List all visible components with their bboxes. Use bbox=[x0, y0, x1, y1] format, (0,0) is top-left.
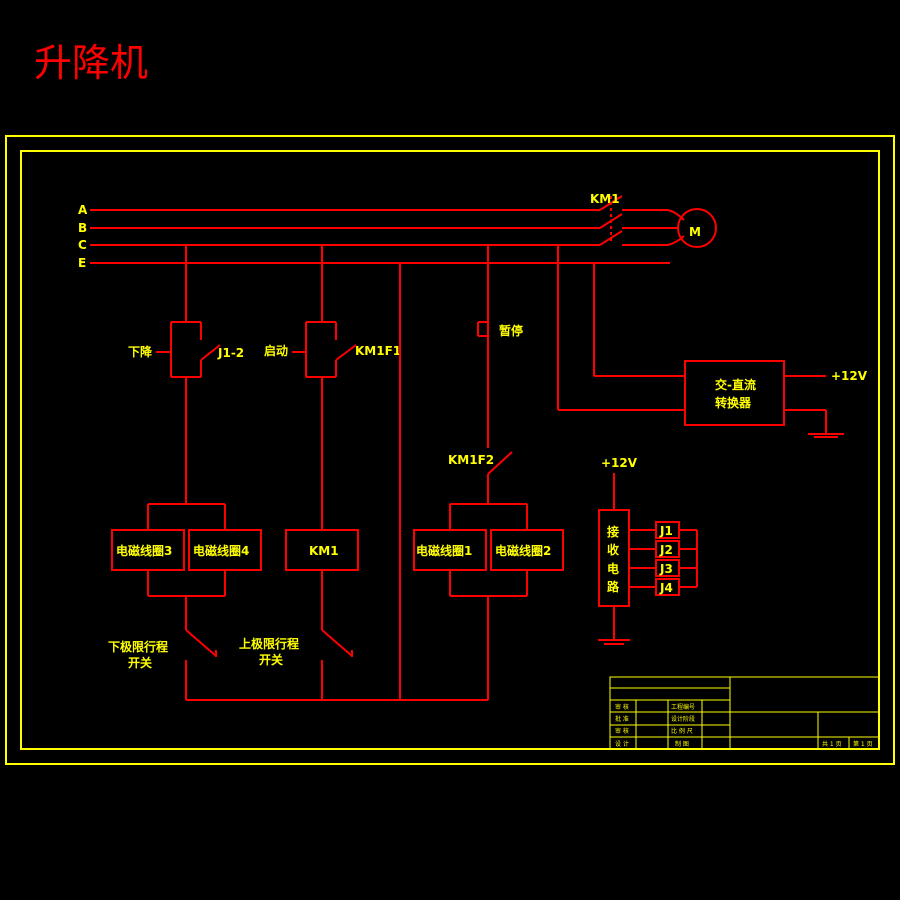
branch-pause bbox=[449, 245, 528, 700]
tb-row4-left: 设 计 bbox=[615, 740, 629, 748]
coil-3-label: 电磁线圈3 bbox=[116, 543, 172, 558]
converter-box bbox=[684, 360, 785, 426]
title-block bbox=[609, 676, 880, 750]
bus-label-b: B bbox=[78, 221, 87, 235]
contact-km1f1-label: KM1F1 bbox=[355, 344, 401, 358]
bus-label-a: A bbox=[78, 203, 88, 217]
down-button-label: 下降 bbox=[128, 344, 153, 359]
converter-label-2: 转换器 bbox=[715, 395, 752, 410]
bus-lines bbox=[90, 209, 670, 264]
relay-j2-box bbox=[655, 540, 680, 558]
relay-j4-label: J4 bbox=[659, 581, 673, 595]
relay-j3-box bbox=[655, 559, 680, 577]
upper-limit-label-2: 开关 bbox=[259, 652, 283, 667]
coil-4-label: 电磁线圈4 bbox=[193, 543, 249, 558]
coil-2-label: 电磁线圈2 bbox=[495, 543, 551, 558]
contact-j12-label: J1-2 bbox=[217, 346, 244, 360]
bus-label-e: E bbox=[78, 256, 86, 270]
contact-km1f2-label: KM1F2 bbox=[448, 453, 494, 467]
receiver-char-4: 路 bbox=[607, 579, 620, 594]
relay-j4-box bbox=[655, 578, 680, 596]
coil-4-box bbox=[188, 529, 262, 571]
receiver-char-3: 电 bbox=[607, 561, 619, 576]
branch-down bbox=[147, 245, 226, 700]
common-return bbox=[186, 263, 488, 701]
tb-sheet-no: 第 1 页 bbox=[853, 740, 873, 748]
receiver-char-2: 收 bbox=[607, 542, 619, 557]
contactor-label: KM1 bbox=[590, 192, 620, 206]
tb-row1-left: 审 核 bbox=[615, 703, 629, 711]
coil-2-box bbox=[490, 529, 564, 571]
motor-symbol bbox=[677, 208, 717, 248]
bus-label-c: C bbox=[78, 238, 87, 252]
receiver-wiring bbox=[598, 473, 698, 645]
relay-j1-label: J1 bbox=[659, 524, 673, 538]
tb-row2-mid: 设计阶段 bbox=[671, 715, 695, 723]
outer-frame bbox=[5, 135, 895, 765]
coil-1-label: 电磁线圈1 bbox=[416, 543, 472, 558]
relay-j1-box bbox=[655, 521, 680, 539]
receiver-supply-label: +12V bbox=[601, 456, 638, 470]
drawing-title: 升降机 bbox=[34, 41, 148, 85]
start-button-label: 启动 bbox=[264, 343, 288, 358]
converter-output-label: +12V bbox=[831, 369, 868, 383]
inner-frame bbox=[20, 150, 880, 750]
tb-row4-mid: 制 图 bbox=[675, 740, 689, 748]
relay-j3-label: J3 bbox=[659, 562, 673, 576]
tb-total-sheets: 共 1 页 bbox=[822, 740, 842, 748]
coil-km1-box bbox=[285, 529, 359, 571]
tb-row1-mid: 工程编号 bbox=[671, 703, 695, 711]
tb-row2-left: 批 准 bbox=[615, 715, 629, 723]
main-contactor bbox=[599, 195, 685, 246]
lower-limit-label-2: 开关 bbox=[128, 655, 152, 670]
converter-wiring bbox=[557, 245, 844, 438]
converter-label-1: 交-直流 bbox=[715, 377, 756, 392]
receiver-box bbox=[598, 509, 630, 607]
relay-j2-label: J2 bbox=[659, 543, 673, 557]
upper-limit-label-1: 上极限行程 bbox=[239, 636, 299, 651]
branch-start bbox=[292, 245, 357, 700]
tb-row3-left: 审 核 bbox=[615, 727, 629, 735]
lower-limit-label-1: 下极限行程 bbox=[108, 639, 168, 654]
coil-3-box bbox=[111, 529, 185, 571]
receiver-char-1: 接 bbox=[607, 524, 619, 539]
coil-1-box bbox=[413, 529, 487, 571]
tb-row3-mid: 比 例 尺 bbox=[671, 727, 693, 735]
coil-km1-label: KM1 bbox=[309, 544, 339, 558]
pause-button-label: 暂停 bbox=[499, 323, 523, 338]
motor-label: M bbox=[689, 225, 701, 239]
